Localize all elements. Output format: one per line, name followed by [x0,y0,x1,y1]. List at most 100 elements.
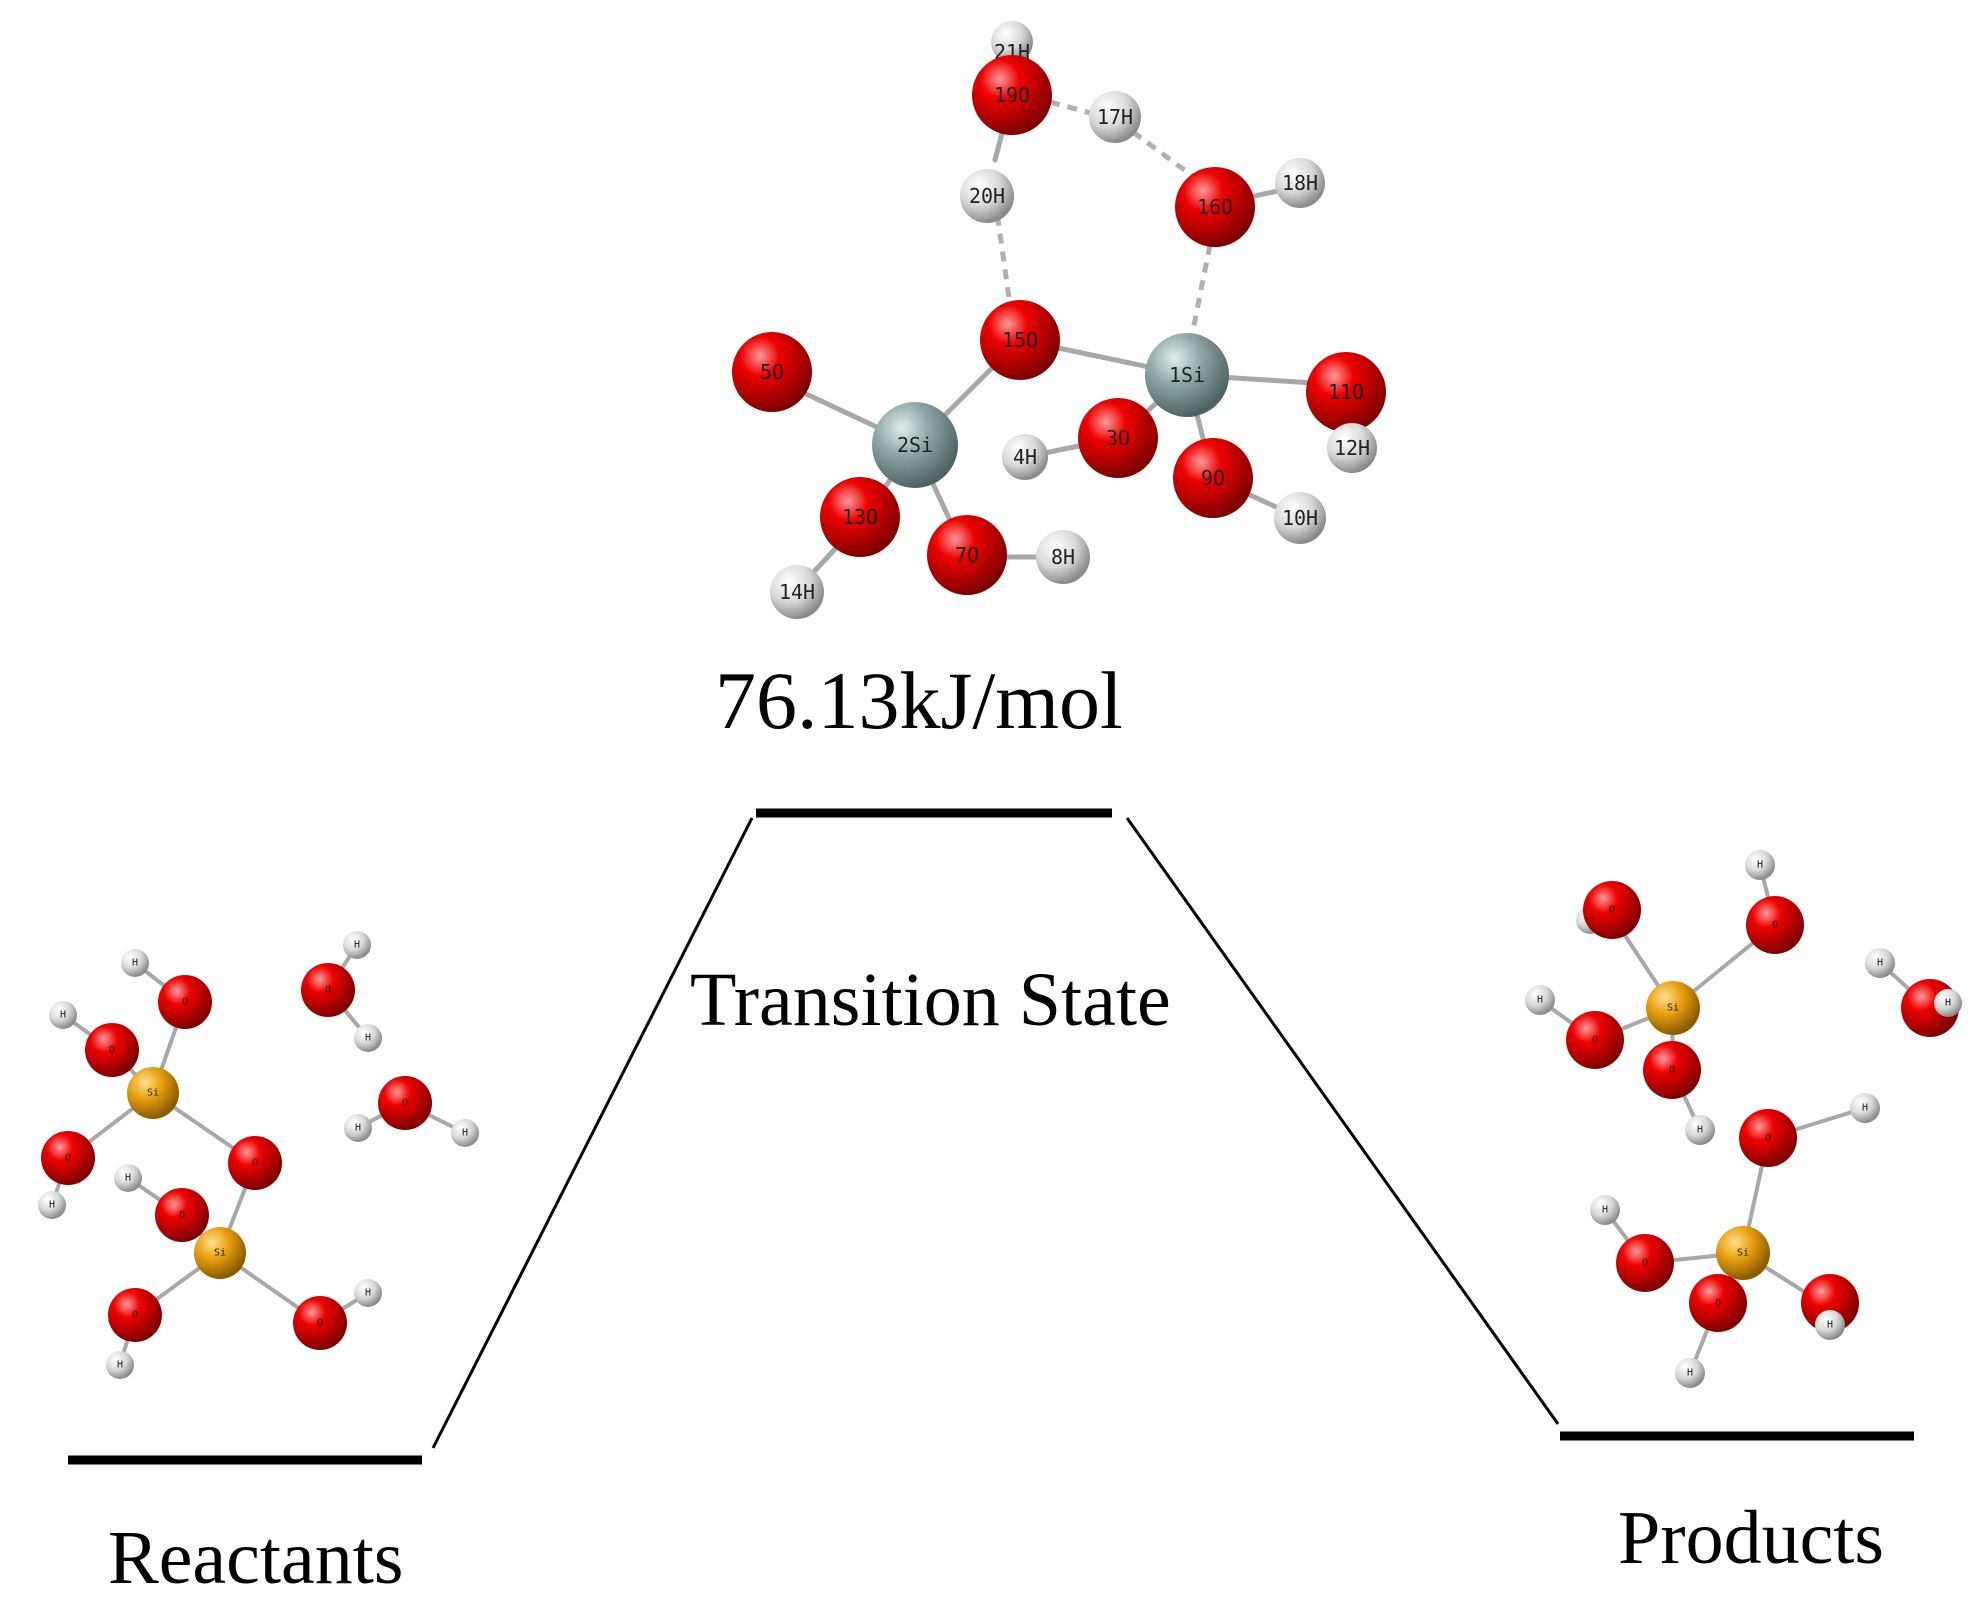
atom-label: 19O [994,83,1030,107]
atom-label: 9O [1201,466,1225,490]
atom-label: 14H [779,580,815,604]
oxygen-atom-13 [820,477,900,557]
atom-label: 15O [1002,328,1038,352]
descent-connector [1125,817,1560,1425]
atom-label: O [1642,1258,1648,1269]
oxygen-atom-7 [927,515,1007,595]
atom-label: 13O [842,505,878,529]
oxygen-atom [1746,896,1804,954]
atom-label: 20H [969,184,1005,208]
atom-label: 1Si [1169,363,1205,387]
atom-label: O [182,997,188,1008]
oxygen-atom [41,1131,95,1185]
atom-label: H [1757,860,1763,871]
oxygen-atom [228,1136,282,1190]
atom-label: H [365,1033,371,1044]
atom-label: 3O [1106,426,1130,450]
silicon-atom-1 [1145,333,1229,417]
hydrogen-atom [1865,948,1895,978]
atom-label: H [462,1128,468,1139]
atom-label: O [252,1158,258,1169]
silicon-atom [1646,981,1700,1035]
silicon-atom [194,1227,246,1279]
hydrogen-atom [49,1001,77,1029]
hydrogen-atom [114,1164,142,1192]
hbond [1131,129,1200,183]
oxygen-atom [293,1296,347,1350]
oxygen-atom-11 [1306,352,1386,432]
hydrogen-atom [106,1351,134,1379]
oxygen-atom [85,1023,139,1077]
atom-label: O [109,1045,115,1056]
atom-label: 11O [1328,380,1364,404]
hbond [1189,244,1213,336]
atom-label: 5O [760,360,784,384]
oxygen-atom [1689,1274,1747,1332]
atom-label: 4H [1013,445,1037,469]
hydrogen-atom-17 [1089,91,1141,143]
hydrogen-atom [1685,1115,1715,1145]
oxygen-atom [155,1188,209,1242]
atom-label: Si [214,1248,226,1259]
atom-label: H [1602,1205,1608,1216]
hydrogen-atom [1815,1310,1845,1340]
oxygen-atom [378,1076,432,1130]
atom-label: 16O [1197,195,1233,219]
oxygen-atom [1643,1041,1701,1099]
atom-label: 8H [1051,545,1075,569]
oxygen-atom [1566,1011,1624,1069]
atom-label: H [60,1010,66,1021]
atom-label: 18H [1282,171,1318,195]
silicon-atom [127,1067,179,1119]
atom-label: H [355,1123,361,1134]
atom-label: O [1609,905,1615,916]
atom-label: O [1765,1133,1771,1144]
hydrogen-atom [121,949,149,977]
hydrogen-atom [1675,1358,1705,1388]
products-label: Products [1618,1496,1884,1580]
atom-label: 17H [1097,105,1133,129]
silicon-atom-2 [872,402,958,488]
atom-label: H [117,1360,123,1371]
atom-label: H [49,1200,55,1211]
hydrogen-atom-18 [1275,158,1325,208]
hydrogen-atom-8 [1036,530,1090,584]
oxygen-atom-15 [980,300,1060,380]
hydrogen-atom [1850,1093,1880,1123]
reactants-label: Reactants [108,1516,403,1600]
atom-label: Si [1737,1248,1749,1259]
atom-label: H [1945,998,1951,1009]
atom-label: H [1827,1320,1833,1331]
atom-label: O [1772,920,1778,931]
hydrogen-atom-20 [960,169,1014,223]
atom-label: H [132,958,138,969]
hydrogen-atom-10 [1274,492,1326,544]
atom-label: H [354,940,360,951]
activation-energy-label: 76.13kJ/mol [715,655,1123,746]
hydrogen-atom [1525,985,1555,1015]
transition-state-molecule: 21H 19O 17H 20H 16O 18H 5O 15O 11O 12H 4… [732,21,1386,619]
transition-state-label: Transition State [690,958,1171,1042]
hydrogen-atom [1745,850,1775,880]
atom-label: H [1687,1368,1693,1379]
atom-label: O [317,1318,323,1329]
oxygen-atom-16 [1175,167,1255,247]
ascent-connector [431,817,754,1449]
oxygen-atom [1583,881,1641,939]
atom-label: O [325,985,331,996]
atom-label: 2Si [897,433,933,457]
oxygen-atom-9 [1173,438,1253,518]
hydrogen-atom-12 [1327,423,1377,473]
atom-label: O [1669,1065,1675,1076]
hydrogen-atom [1934,989,1962,1017]
hydrogen-atom-14 [770,565,824,619]
atom-label: H [365,1288,371,1299]
silicon-atom [1716,1226,1770,1280]
atom-label: O [1715,1298,1721,1309]
atom-label: H [125,1173,131,1184]
oxygen-atom [1739,1109,1797,1167]
hydrogen-atom [354,1024,382,1052]
hydrogen-atom [344,1114,372,1142]
atom-label: H [1697,1125,1703,1136]
